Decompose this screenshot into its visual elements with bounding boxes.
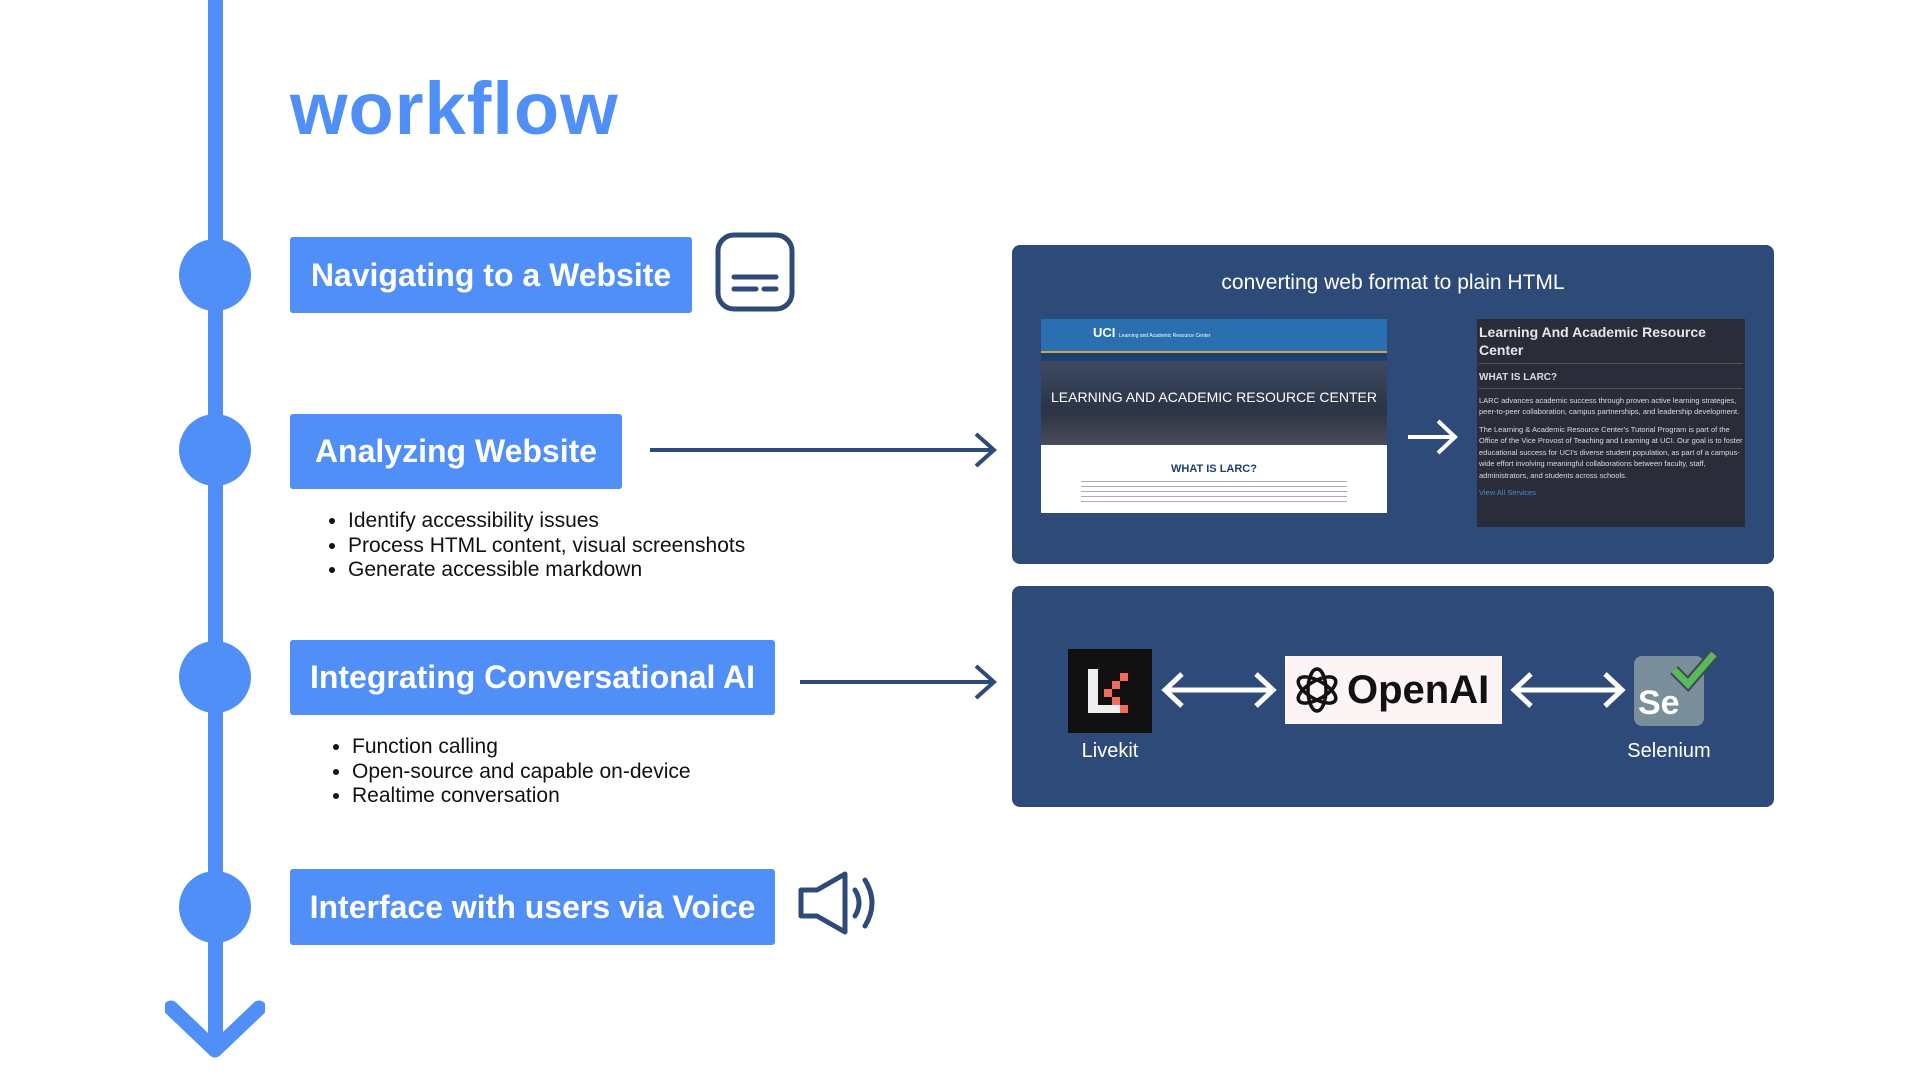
double-arrow-icon (1510, 672, 1626, 708)
website-screenshot: UCI Learning and Academic Resource Cente… (1041, 319, 1387, 513)
site-hero: LEARNING AND ACADEMIC RESOURCE CENTER (1041, 361, 1387, 445)
bullet: Process HTML content, visual screenshots (348, 534, 745, 559)
view-all-services-link[interactable]: View All Services (1479, 488, 1536, 497)
bullet: Realtime conversation (352, 784, 691, 809)
timeline-arrowhead-icon (165, 1000, 265, 1058)
bullet: Identify accessibility issues (348, 509, 745, 534)
livekit-logo-icon (1068, 649, 1152, 733)
bullet: Generate accessible markdown (348, 558, 745, 583)
conversion-panel-title: converting web format to plain HTML (1221, 271, 1565, 294)
double-arrow-icon (1161, 672, 1277, 708)
step-analyzing: Analyzing Website (290, 414, 622, 489)
step-integrating: Integrating Conversational AI (290, 640, 775, 715)
arrow-right-icon (1408, 419, 1458, 455)
livekit-label: Livekit (1081, 740, 1139, 762)
arrow-right-icon (650, 432, 998, 468)
step-navigating: Navigating to a Website (290, 237, 692, 313)
selenium-logo: Se (1634, 656, 1704, 726)
step-voice: Interface with users via Voice (290, 869, 775, 945)
site-nav (1041, 353, 1387, 361)
timeline-dot-4 (179, 871, 251, 943)
selenium-label: Selenium (1627, 740, 1711, 762)
integrating-bullets: Function calling Open-source and capable… (330, 735, 691, 809)
plain-heading: WHAT IS LARC? (1479, 372, 1743, 389)
plain-html-view: Learning And Academic Resource Center WH… (1477, 319, 1745, 527)
speaker-icon (798, 871, 875, 935)
selenium-logo-text: Se (1638, 684, 1680, 722)
bullet: Open-source and capable on-device (352, 760, 691, 785)
openai-logo: OpenAI (1285, 656, 1502, 724)
analyzing-bullets: Identify accessibility issues Process HT… (326, 509, 745, 583)
openai-label: OpenAI (1347, 667, 1490, 712)
arrow-right-icon (800, 664, 998, 700)
plain-title: Learning And Academic Resource Center (1479, 323, 1743, 364)
timeline-dot-2 (179, 414, 251, 486)
conversion-panel: converting web format to plain HTML UCI … (1012, 245, 1774, 564)
openai-knot-icon (1296, 667, 1338, 713)
site-org-name: Learning and Academic Resource Center (1119, 333, 1211, 339)
site-body-text (1081, 481, 1347, 503)
bullet: Function calling (352, 735, 691, 760)
plain-paragraph: LARC advances academic success through p… (1479, 395, 1740, 417)
checkmark-icon (1670, 650, 1719, 692)
subtitles-icon (715, 232, 795, 312)
plain-paragraph: The Learning & Academic Resource Center'… (1479, 424, 1743, 480)
site-header: UCI Learning and Academic Resource Cente… (1041, 319, 1387, 353)
integration-panel: Livekit OpenAI Se Selenium (1012, 586, 1774, 807)
site-heading: WHAT IS LARC? (1171, 463, 1257, 475)
timeline-dot-3 (179, 641, 251, 713)
uci-logo: UCI (1093, 325, 1116, 340)
page-title: workflow (290, 67, 619, 150)
timeline-dot-1 (179, 239, 251, 311)
